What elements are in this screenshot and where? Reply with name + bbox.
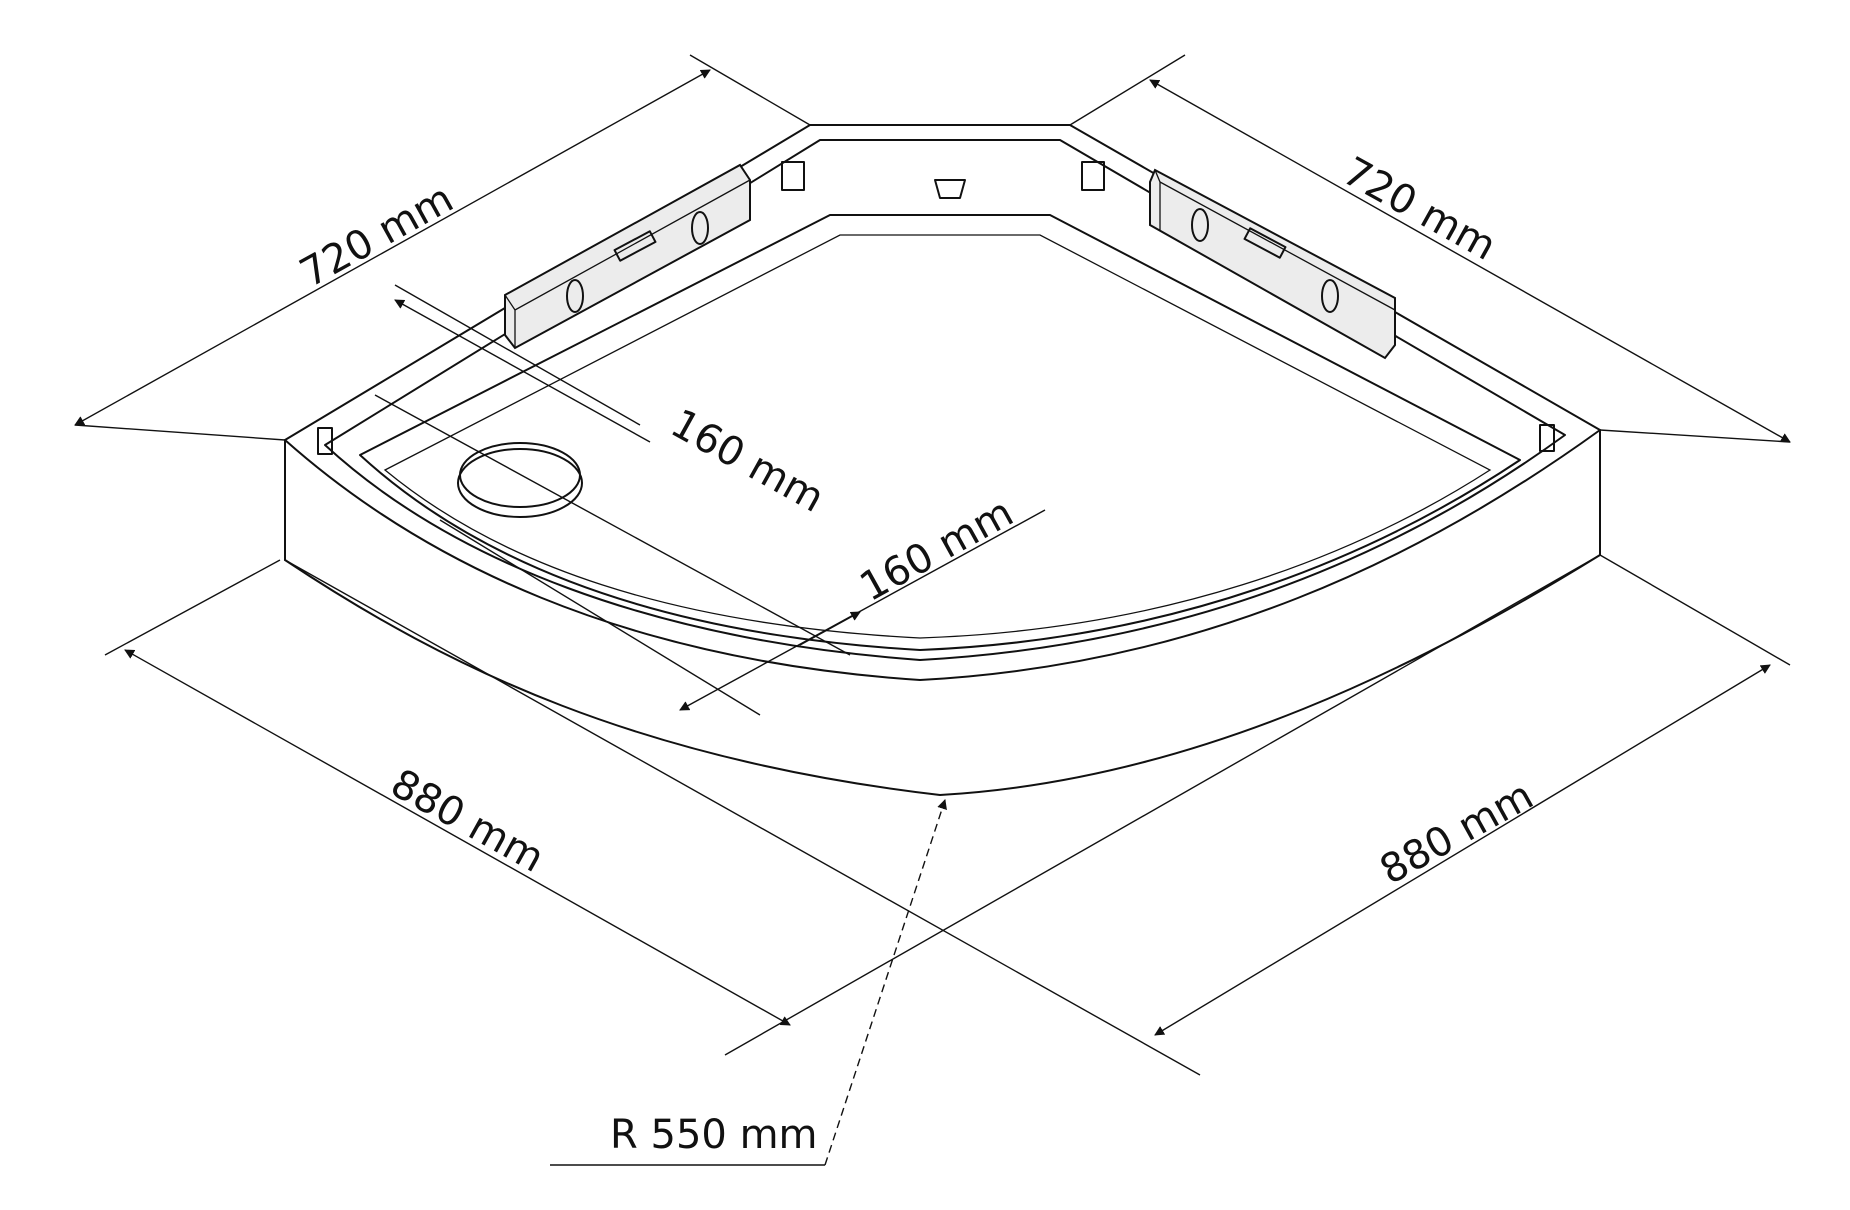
label-drain-a: 160 mm xyxy=(663,401,831,522)
tray-back-notch xyxy=(934,179,966,199)
tray-inner-rim xyxy=(324,139,1566,661)
label-bottom-right: 880 mm xyxy=(1373,773,1541,894)
tray-front-skirt xyxy=(284,554,1601,796)
label-radius: R 550 mm xyxy=(610,1112,818,1158)
dim-drain-a-ext1 xyxy=(394,284,641,426)
tray-basin-inner xyxy=(383,234,1492,639)
label-bottom-left: 880 mm xyxy=(383,761,551,882)
dim-drain-b2 xyxy=(799,611,861,646)
dim-drain-a xyxy=(394,299,651,443)
label-top-right: 720 mm xyxy=(1335,149,1503,270)
dim-line-top-left xyxy=(74,69,711,426)
dim-line-bottom-right xyxy=(1154,664,1771,1036)
spirit-level-left xyxy=(504,163,751,350)
tray-basin xyxy=(359,214,1521,651)
dim-drain-b-ext xyxy=(439,519,761,716)
label-top-left: 720 mm xyxy=(293,176,461,297)
label-drain-b: 160 mm xyxy=(853,490,1021,611)
tray-top-curve xyxy=(284,429,1601,681)
dim-drain-a-ext2 xyxy=(374,394,851,656)
dim-line-bottom-left xyxy=(124,649,791,1026)
dim-line-top-right xyxy=(1149,79,1791,443)
drain xyxy=(457,442,583,518)
dim-radius-leader xyxy=(824,799,947,1166)
